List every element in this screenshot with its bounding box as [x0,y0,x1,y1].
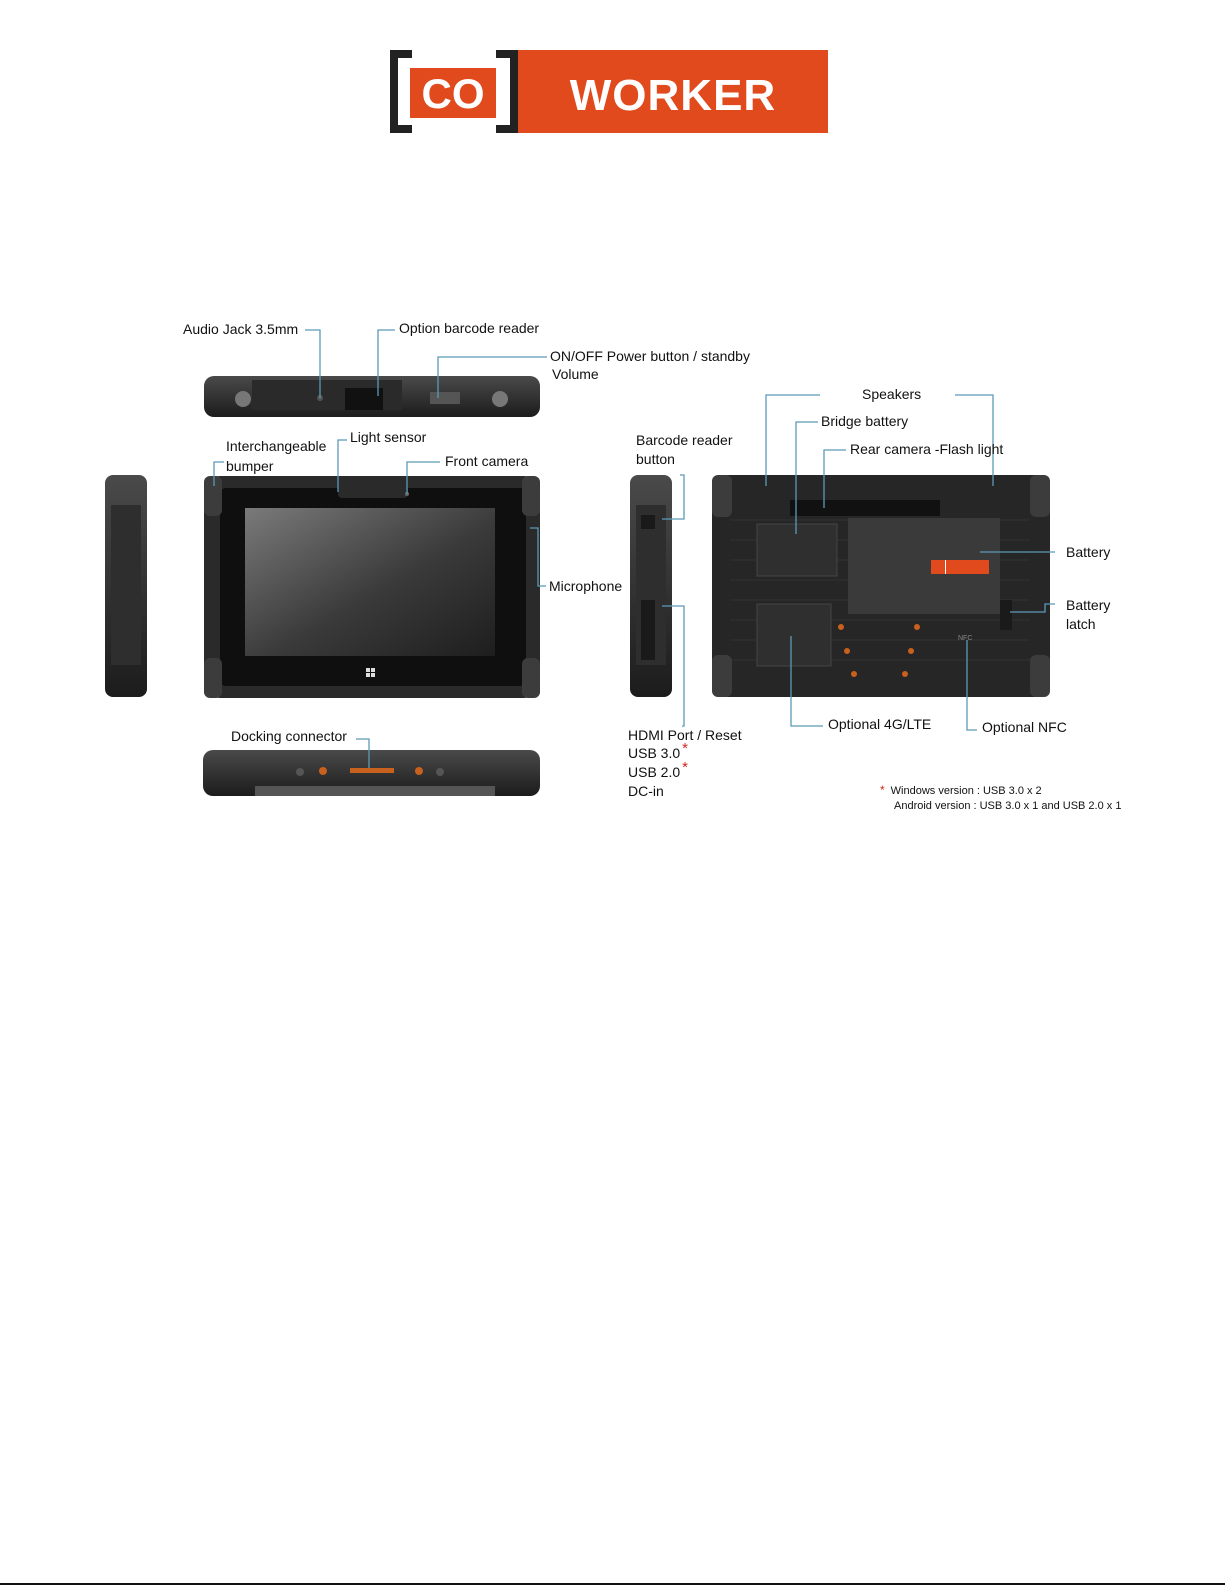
label-audio-jack: Audio Jack 3.5mm [183,321,299,337]
label-front-camera: Front camera [445,453,529,469]
label-rear-camera: Rear camera -Flash light [850,441,1004,457]
label-microphone: Microphone [549,578,623,594]
coworker-logo: CO WORKER [390,50,828,133]
label-hdmi-reset: HDMI Port / Reset [628,727,742,743]
label-bumper-line1: Interchangeable [226,438,327,454]
usb20-text: USB 2.0 [628,764,681,780]
leader-lines [213,329,1055,768]
label-optional-4g: Optional 4G/LTE [828,716,932,732]
footnote-line1: Windows version : USB 3.0 x 2 [890,785,1042,797]
page-bottom-rule [0,1583,1225,1585]
label-barcode-button-line2: button [636,451,675,467]
label-bumper-line2: bumper [226,458,274,474]
front-view [204,476,540,698]
label-barcode-button-line1: Barcode reader [636,432,733,448]
label-docking-connector: Docking connector [231,728,347,744]
asterisk-icon: * [880,783,885,797]
asterisk-icon: * [682,759,688,776]
nfc-mark: NFC [958,635,972,642]
label-option-barcode-reader: Option barcode reader [399,320,540,336]
back-view: NFC [712,475,1050,697]
label-power-button: ON/OFF Power button / standby [550,348,750,364]
label-optional-nfc: Optional NFC [982,719,1067,735]
label-usb30: USB 3.0* [628,740,688,762]
label-speakers: Speakers [862,386,922,402]
left-side-view [105,475,147,697]
footnote-android: Android version : USB 3.0 x 1 and USB 2.… [894,800,1122,812]
windows-logo-icon [366,668,375,677]
asterisk-icon: * [682,740,688,757]
right-side-view [630,475,672,697]
logo-worker-text: WORKER [570,71,776,120]
label-usb20: USB 2.0* [628,759,688,781]
label-battery-latch-line1: Battery [1066,597,1111,613]
label-bridge-battery: Bridge battery [821,413,909,429]
label-light-sensor: Light sensor [350,429,427,445]
label-battery: Battery [1066,544,1111,560]
bottom-edge-view [203,750,540,796]
label-volume: Volume [552,366,599,382]
top-edge-view [204,376,540,417]
logo-co-text: CO [422,70,485,117]
usb30-text: USB 3.0 [628,745,681,761]
label-battery-latch-line2: latch [1066,616,1096,632]
label-dc-in: DC-in [628,783,664,799]
footnote-windows: * Windows version : USB 3.0 x 2 [880,783,1042,799]
